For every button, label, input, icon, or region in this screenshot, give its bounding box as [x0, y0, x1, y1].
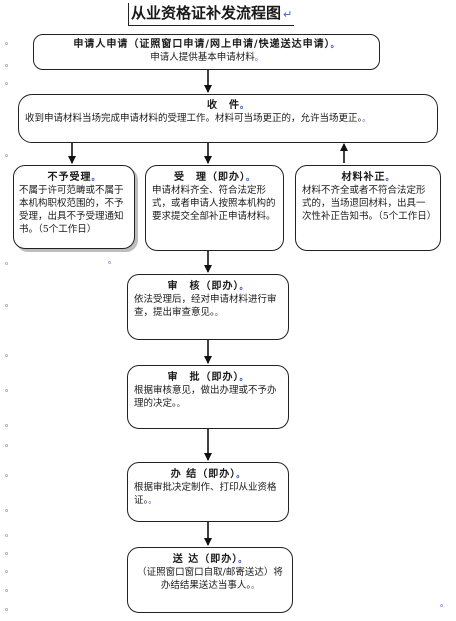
step-deliver-body: （证照窗口窗口自取/邮寄送达）将办结结果送达当事人。。 — [137, 567, 283, 591]
para-mark: 。 — [5, 349, 13, 358]
para-mark: 。 — [5, 469, 13, 478]
para-mark: 。 — [108, 256, 116, 265]
para-mark: 。 — [5, 565, 13, 574]
para-mark: 。 — [5, 547, 13, 556]
step-conclude-body: 根据审批决定制作、打印从业资格证。。 — [134, 482, 277, 506]
page-title: 从业资格证补发流程图↵ — [128, 3, 295, 26]
step-apply: 申请人申请（证照窗口申请/网上申请/快递送达申请）。 申请人提供基本申请材料。 — [33, 34, 380, 70]
step-approve-head: 审 批（即办）。 — [167, 372, 249, 383]
step-supplement: 材料补正。 材料不齐全或者不符合法定形式的，当场退回材料，出具一次性补正告知书。… — [295, 165, 441, 251]
para-mark: 。 — [5, 603, 13, 612]
step-conclude-head: 办 结（即办）。 — [170, 469, 246, 480]
step-receive-head: 收 件。 — [207, 100, 249, 111]
step-accept: 受 理（即办）。 申请材料齐全、符合法定形式，或者申请人按照本机构的要求提交全部… — [145, 165, 284, 251]
step-accept-body: 申请材料齐全、符合法定形式，或者申请人按照本机构的要求提交全部补正申请材料。 — [152, 185, 276, 222]
title-text: 从业资格证补发流程图 — [131, 4, 282, 22]
step-approve-body: 根据审核意见，做出办理或不予办理的决定。。 — [134, 385, 277, 409]
step-deliver: 送 达（即办）。 （证照窗口窗口自取/邮寄送达）将办结结果送达当事人。。 — [127, 547, 293, 613]
step-approve: 审 批（即办）。 根据审核意见，做出办理或不予办理的决定。。 — [127, 365, 289, 429]
para-mark: 。 — [5, 529, 13, 538]
step-apply-head: 申请人申请（证照窗口申请/网上申请/快递送达申请）。 — [73, 39, 340, 50]
step-supplement-head: 材料补正。 — [341, 172, 395, 183]
step-reject-body: 不属于许可范畴或不属于本机构职权范围的，不予受理，出具不予受理通知书。（5个工作… — [19, 185, 124, 235]
para-mark: 。 — [5, 299, 13, 308]
step-deliver-head: 送 达（即办）。 — [172, 554, 248, 565]
step-review: 审 核（即办）。 依法受理后，经对申请材料进行审查，提出审查意见。。 — [127, 274, 289, 340]
para-mark: 。 — [5, 584, 13, 593]
step-supplement-body: 材料不齐全或者不符合法定形式的，当场退回材料，出具一次性补正告知书。（5个工作日… — [302, 185, 437, 222]
step-apply-body: 申请人提供基本申请材料。 — [150, 52, 263, 63]
enter-mark: ↵ — [283, 8, 293, 21]
para-mark: 。 — [5, 77, 13, 86]
step-receive-body: 收到申请材料当场完成申请材料的受理工作。材料可当场更正的，允许当场更正。。 — [25, 113, 371, 124]
para-mark: 。 — [5, 384, 13, 393]
step-reject: 不予受理。 不属于许可范畴或不属于本机构职权范围的，不予受理，出具不予受理通知书… — [13, 165, 135, 249]
para-mark: 。 — [5, 37, 13, 46]
step-review-body: 依法受理后，经对申请材料进行审查，提出审查意见。。 — [134, 294, 277, 318]
step-conclude: 办 结（即办）。 根据审批决定制作、打印从业资格证。。 — [127, 462, 289, 522]
step-reject-head: 不予受理。 — [47, 172, 101, 183]
para-mark: 。 — [440, 599, 448, 608]
para-mark: 。 — [5, 59, 13, 68]
step-receive: 收 件。 收到申请材料当场完成申请材料的受理工作。材料可当场更正的，允许当场更正… — [18, 94, 438, 143]
para-mark: 。 — [5, 439, 13, 448]
para-mark: 。 — [5, 149, 13, 158]
step-review-head: 审 核（即办）。 — [167, 281, 249, 292]
para-mark: 。 — [5, 504, 13, 513]
para-mark: 。 — [5, 419, 13, 428]
para-mark: 。 — [5, 257, 13, 266]
step-accept-head: 受 理（即办）。 — [174, 172, 255, 183]
